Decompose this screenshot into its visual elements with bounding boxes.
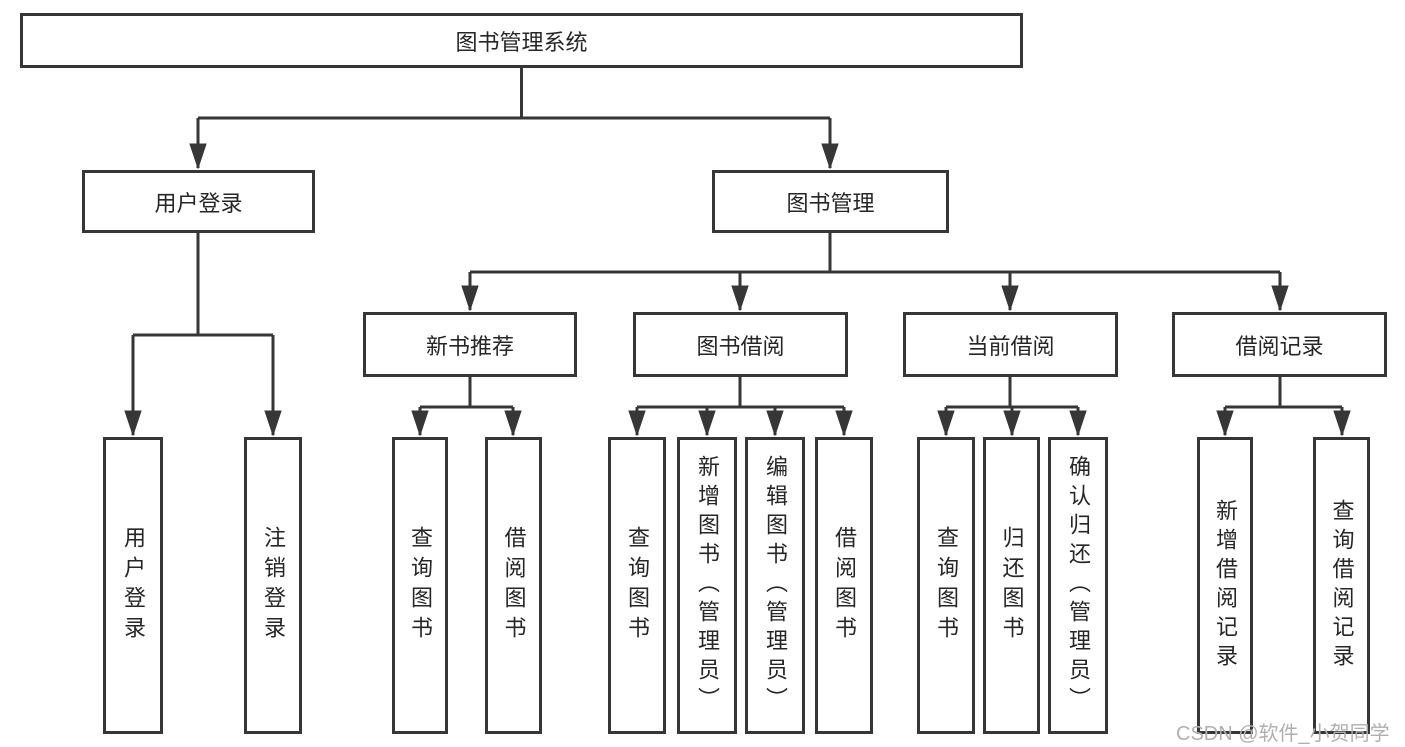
node-new-book-recommend: 新书推荐	[363, 312, 577, 377]
leaf-query-books-recommend: 查询图书	[392, 437, 448, 734]
node-book-management: 图书管理	[712, 170, 949, 233]
leaf-borrow-books-recommend: 借阅图书	[485, 437, 542, 734]
node-book-borrowing: 图书借阅	[633, 312, 848, 377]
leaf-borrow-books: 借阅图书	[815, 437, 873, 734]
node-user-login: 用户登录	[82, 170, 315, 233]
leaf-query-borrow-record: 查询借阅记录	[1313, 437, 1370, 734]
leaf-confirm-return-admin: 确认归还（管理员）	[1048, 437, 1108, 734]
leaf-user-login: 用户登录	[103, 437, 163, 734]
leaf-query-books-borrow: 查询图书	[608, 437, 666, 734]
leaf-add-borrow-record: 新增借阅记录	[1197, 437, 1253, 734]
node-library-management-system: 图书管理系统	[20, 13, 1023, 68]
csdn-watermark: CSDN @软件_小贺同学	[1176, 723, 1390, 745]
leaf-edit-books-admin: 编辑图书（管理员）	[745, 437, 805, 734]
node-current-borrowing: 当前借阅	[903, 312, 1118, 377]
node-borrowing-records: 借阅记录	[1172, 312, 1387, 377]
leaf-return-books: 归还图书	[983, 437, 1040, 734]
leaf-logout: 注销登录	[244, 437, 302, 734]
leaf-query-books-current: 查询图书	[917, 437, 975, 734]
leaf-add-books-admin: 新增图书（管理员）	[677, 437, 737, 734]
